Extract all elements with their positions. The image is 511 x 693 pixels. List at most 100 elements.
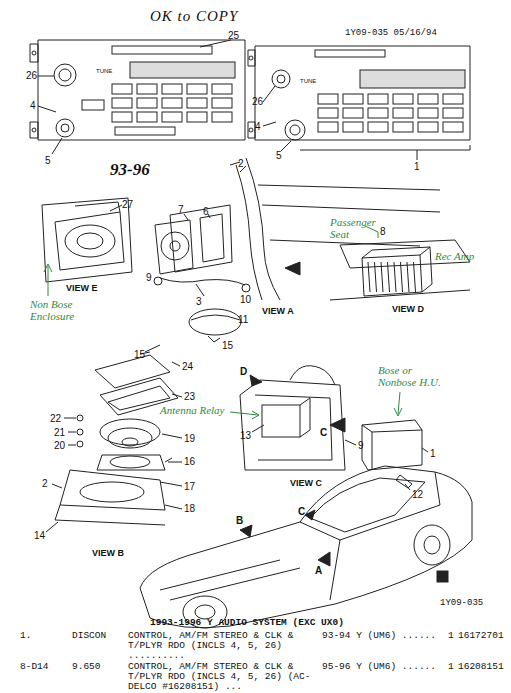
callout-number: 5 — [45, 155, 51, 166]
radio-button — [443, 94, 463, 104]
callout-number: 19 — [184, 433, 195, 444]
table-cell: DISCON — [72, 631, 106, 641]
table-cell: 16208151 — [458, 662, 504, 672]
callout-number: 4 — [30, 100, 36, 111]
heat-fin — [414, 262, 416, 292]
table-cell: 9.650 — [72, 662, 101, 672]
table-cell: CONTROL, AM/FM STEREO & CLK & T/PLYR RDO… — [128, 631, 318, 661]
table-cell: 8-D14 — [20, 662, 49, 672]
radio-button — [393, 94, 413, 104]
table-cell: 1. — [20, 631, 31, 641]
radio-button — [343, 94, 363, 104]
heat-fin — [401, 262, 403, 292]
heat-fin — [375, 262, 377, 292]
callout-number: 5 — [276, 150, 282, 161]
callout-number: 17 — [184, 481, 195, 492]
index-square — [437, 571, 448, 582]
callout-number: 7 — [178, 204, 184, 215]
callout-number: 15 — [134, 349, 145, 360]
callout-number: 13 — [240, 430, 251, 441]
callout-number: 14 — [34, 530, 45, 541]
table-cell: 1 — [448, 631, 454, 641]
callout-number: 21 — [54, 427, 65, 438]
callout-number: 2 — [42, 478, 48, 489]
heat-fin — [368, 262, 370, 292]
radio-button — [162, 84, 182, 94]
callout-number: 9 — [146, 272, 152, 283]
handwritten-note: Non Bose Enclosure — [30, 298, 110, 322]
radio-button — [112, 98, 132, 108]
radio-button — [418, 122, 438, 132]
radio-button — [212, 98, 232, 108]
radio-button — [368, 94, 388, 104]
car-body — [140, 466, 472, 628]
radio-button — [187, 84, 207, 94]
amplifier — [330, 240, 470, 300]
view-marker: B — [236, 515, 243, 526]
radio-button — [368, 108, 388, 118]
table-cell: 95-96 Y (UM6) ...... — [322, 662, 436, 672]
radio-button — [318, 122, 338, 132]
callout-number: 4 — [255, 121, 261, 132]
button-label: TUNE — [300, 78, 316, 84]
radio-faceplate — [248, 46, 470, 140]
callout-number: 20 — [54, 440, 65, 451]
callout-number: 26 — [26, 70, 37, 81]
callout-number: 15 — [222, 340, 233, 351]
view-marker: A — [315, 565, 322, 576]
view-marker: C — [298, 506, 305, 517]
heat-fin — [388, 262, 390, 292]
radio-button — [418, 94, 438, 104]
radio-button — [187, 98, 207, 108]
radio-button — [212, 84, 232, 94]
radio-button — [187, 112, 207, 122]
radio-button — [443, 108, 463, 118]
radio-button — [137, 112, 157, 122]
heat-fin — [394, 262, 396, 292]
callout-number: 6 — [203, 206, 209, 217]
callout-number: 24 — [182, 361, 193, 372]
callout-number: 12 — [412, 489, 423, 500]
view-label: VIEW B — [92, 548, 124, 558]
speaker-enclosure — [42, 198, 132, 282]
handwritten-note: Bose or Nonbose H.U. — [378, 364, 450, 388]
radio-button — [137, 84, 157, 94]
radio-button — [162, 98, 182, 108]
radio-button — [393, 122, 413, 132]
heat-fin — [407, 262, 409, 292]
radio-button — [318, 108, 338, 118]
door-speaker-area — [154, 158, 440, 342]
callout-number: 9 — [358, 440, 364, 451]
radio-button — [343, 122, 363, 132]
callout-number: 8 — [380, 226, 386, 237]
radio-button — [212, 112, 232, 122]
callout-number: 23 — [184, 391, 195, 402]
handwritten-note: Rec Amp — [435, 250, 495, 262]
radio-button — [368, 122, 388, 132]
callout-number: 18 — [184, 503, 195, 514]
radio-button — [393, 108, 413, 118]
table-cell: 93-94 Y (UM6) ...... — [322, 631, 436, 641]
callout-number: 26 — [252, 96, 263, 107]
radio-button — [418, 108, 438, 118]
view-marker: C — [320, 427, 327, 438]
radio-button — [443, 122, 463, 132]
table-cell: 1 — [448, 662, 454, 672]
radio-button — [343, 108, 363, 118]
callout-number: 1 — [414, 161, 420, 172]
radio-button — [112, 112, 132, 122]
table-cell: CONTROL, AM/FM STEREO & CLK & T/PLYR RDO… — [128, 662, 318, 692]
handwritten-note: OK to COPY — [150, 8, 238, 25]
heat-fin — [381, 262, 383, 292]
radio-button — [112, 84, 132, 94]
radio-button — [318, 94, 338, 104]
button-label: TUNE — [96, 68, 112, 74]
exploded-speaker — [55, 345, 178, 525]
handwritten-note: Antenna Relay — [160, 404, 232, 416]
table-cell: 16172701 — [458, 631, 504, 641]
handwritten-note: 93-96 — [110, 160, 150, 180]
callout-number: 1 — [430, 448, 436, 459]
callout-number: 27 — [122, 199, 133, 210]
table-title: 1993-1996 Y AUDIO SYSTEM (EXC UX0) — [150, 617, 344, 628]
drawing-number: 1Y09-035 05/16/94 — [345, 28, 437, 38]
